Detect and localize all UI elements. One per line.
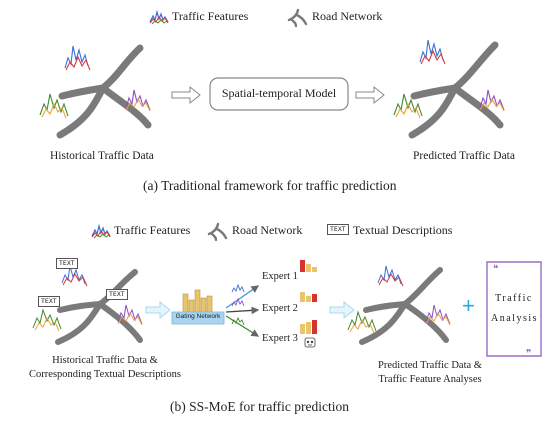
- expert-2-label: Expert 2: [262, 303, 298, 314]
- historical-traffic-data-label: Historical Traffic Data: [50, 150, 154, 162]
- road-network-legend-icon: [287, 8, 308, 28]
- expert-1-bars: [300, 260, 317, 272]
- expert-face-icon: [304, 337, 316, 348]
- caption-b: (b) SS-MoE for traffic prediction: [170, 399, 349, 414]
- text-badge-2: TEXT: [38, 296, 60, 307]
- bottom-legend-traffic-features: Traffic Features: [114, 223, 191, 237]
- traffic-analysis-frame: [486, 261, 542, 357]
- bottom-legend-textual-descriptions: Textual Descriptions: [353, 223, 453, 237]
- top-legend-road-network: Road Network: [312, 9, 383, 23]
- expert-1-label: Expert 1: [262, 271, 298, 282]
- bottom-right-road-network: [359, 267, 449, 345]
- bottom-right-label-line-2: Traffic Feature Analyses: [378, 374, 482, 385]
- textual-descriptions-legend-icon: TEXT: [327, 224, 349, 235]
- routing-mini-signals: [231, 283, 245, 326]
- traffic-features-legend-icon: [149, 9, 169, 25]
- bottom-legend-road-network: Road Network: [232, 223, 303, 237]
- caption-a: (a) Traditional framework for traffic pr…: [143, 178, 397, 193]
- spatial-temporal-model-label: Spatial-temporal Model: [221, 86, 337, 100]
- gating-network-bars: [182, 289, 213, 313]
- top-left-traffic-signals: [39, 45, 151, 119]
- bottom-road-network-legend-icon: [207, 222, 228, 242]
- gating-network-label: Gating Network: [175, 313, 221, 320]
- traffic-analysis-text-2: Analysis: [491, 313, 538, 324]
- expert-3-label: Expert 3: [262, 333, 298, 344]
- spatial-temporal-model-box: [209, 77, 349, 111]
- bottom-traffic-features-legend-icon: [91, 223, 111, 239]
- predicted-traffic-data-label: Predicted Traffic Data: [413, 150, 515, 162]
- top-input-arrow: [171, 85, 201, 105]
- text-badge-1: TEXT: [56, 258, 78, 269]
- top-output-arrow: [355, 85, 385, 105]
- expert-3-bars: [300, 320, 317, 334]
- bottom-left-label-line-1: Historical Traffic Data &: [52, 355, 158, 366]
- bottom-left-road-network: [55, 269, 143, 345]
- gating-network-box: [171, 311, 225, 325]
- text-badge-3: TEXT: [106, 289, 128, 300]
- expert-2-bars: [300, 292, 317, 302]
- quote-mark-bottom: ❝: [526, 342, 532, 353]
- top-right-traffic-signals: [393, 39, 505, 119]
- top-left-road-network: [56, 44, 152, 139]
- expert-routing-arrows: [225, 285, 260, 337]
- bottom-right-label-line-1: Predicted Traffic Data &: [378, 360, 482, 371]
- top-right-road-network: [408, 41, 504, 139]
- bottom-left-label-line-2: Corresponding Textual Descriptions: [29, 369, 181, 380]
- bottom-input-arrow: [145, 300, 171, 320]
- quote-mark-top: ❝: [493, 264, 499, 275]
- top-legend-traffic-features: Traffic Features: [172, 9, 249, 23]
- plus-sign: +: [462, 293, 475, 318]
- bottom-left-traffic-signals: [32, 265, 143, 332]
- traffic-analysis-text-1: Traffic: [495, 293, 533, 304]
- bottom-right-traffic-signals: [347, 265, 451, 334]
- bottom-output-arrow: [329, 300, 355, 320]
